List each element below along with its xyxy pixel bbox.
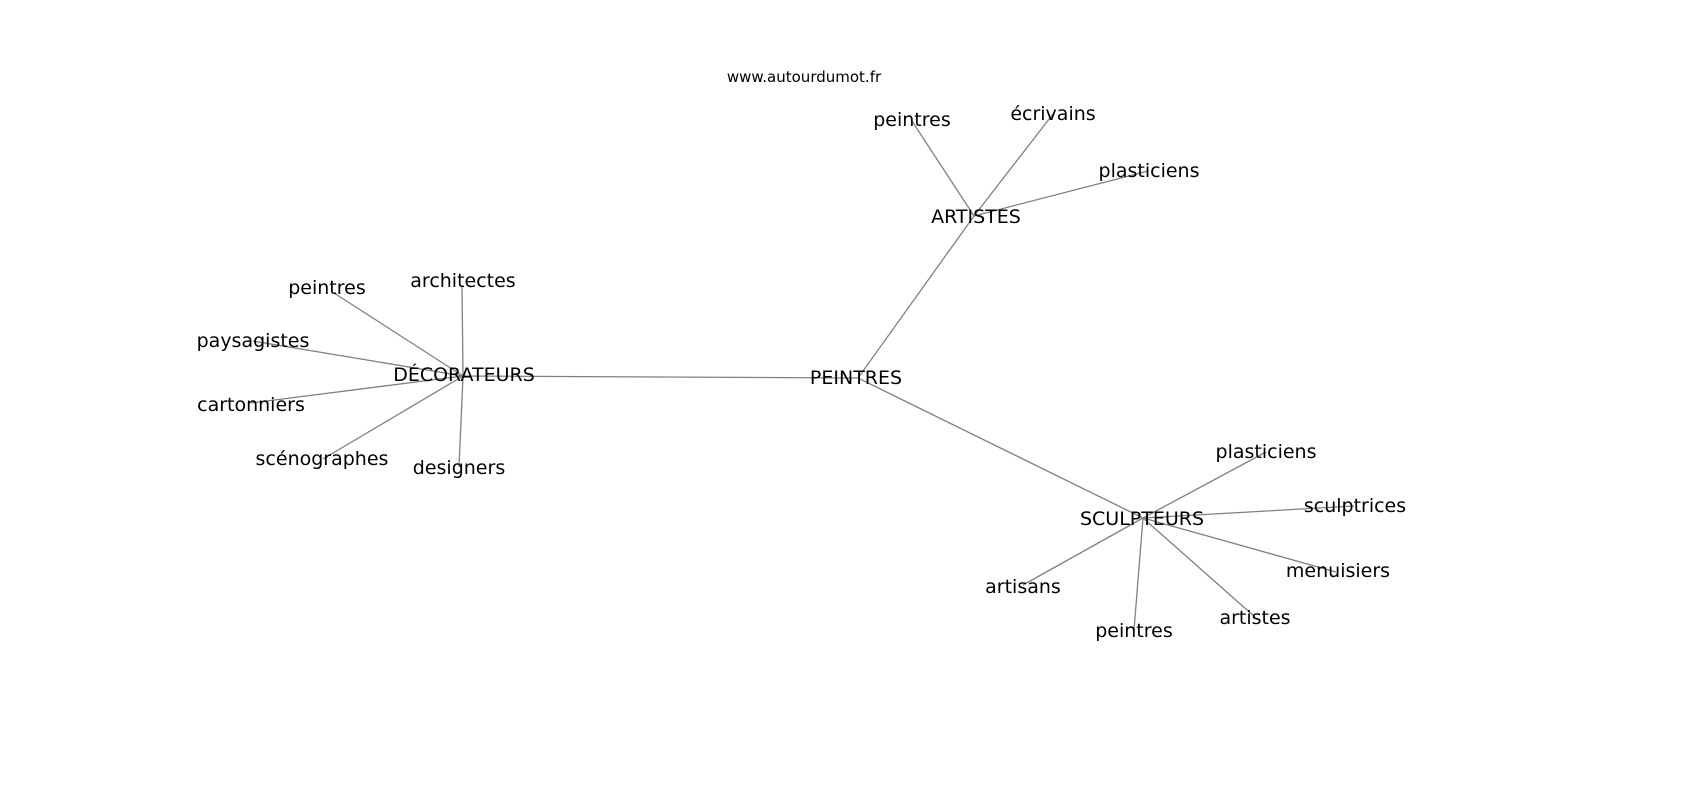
node-leaf-dec-paysagistes[interactable]: paysagistes xyxy=(197,330,310,352)
node-leaf-dec-scenographes[interactable]: scénographes xyxy=(256,448,389,470)
edge-dec-peintres xyxy=(333,292,464,377)
node-hub-artistes[interactable]: ARTISTES xyxy=(931,206,1021,228)
edge-center-sculpteurs xyxy=(857,377,1144,519)
edge-art-plasticiens xyxy=(973,170,1149,217)
edge-scu-sculptrices xyxy=(1142,505,1355,519)
edge-scu-menuisiers xyxy=(1142,517,1337,573)
node-hub-decorateurs[interactable]: DÉCORATEURS xyxy=(393,363,535,386)
node-leaf-dec-cartonniers[interactable]: cartonniers xyxy=(197,394,305,416)
node-leaf-scu-sculptrices[interactable]: sculptrices xyxy=(1304,495,1406,517)
node-hub-sculpteurs[interactable]: SCULPTEURS xyxy=(1080,508,1204,530)
node-leaf-scu-menuisiers[interactable]: menuisiers xyxy=(1286,560,1390,582)
node-leaf-dec-peintres[interactable]: peintres xyxy=(288,277,366,299)
node-leaf-art-plasticiens[interactable]: plasticiens xyxy=(1099,160,1200,182)
node-leaf-dec-architectes[interactable]: architectes xyxy=(410,270,515,292)
node-leaf-art-peintres[interactable]: peintres xyxy=(873,109,951,131)
node-leaf-scu-plasticiens[interactable]: plasticiens xyxy=(1216,441,1317,463)
edge-art-ecrivains xyxy=(973,113,1054,217)
edge-dec-paysagistes xyxy=(252,340,464,377)
site-url-label: www.autourdumot.fr xyxy=(727,68,882,86)
edge-center-decorateurs xyxy=(462,375,859,379)
edge-scu-peintres xyxy=(1133,517,1144,631)
edge-scu-artistes xyxy=(1142,517,1256,618)
node-leaf-dec-designers[interactable]: designers xyxy=(413,457,505,479)
node-leaf-scu-artistes[interactable]: artistes xyxy=(1219,607,1290,629)
edge-dec-architectes xyxy=(461,284,464,377)
node-leaf-scu-peintres[interactable]: peintres xyxy=(1095,620,1173,642)
graph-nodes: PEINTRES DÉCORATEURS architectes peintres pa… xyxy=(197,103,1407,642)
graph-edges xyxy=(250,113,1355,631)
edge-center-artistes xyxy=(857,215,975,379)
edge-dec-cartonniers xyxy=(250,375,464,404)
node-leaf-art-ecrivains[interactable]: écrivains xyxy=(1010,103,1095,125)
node-center-peintres[interactable]: PEINTRES xyxy=(810,367,902,389)
edge-dec-designers xyxy=(458,375,464,468)
edge-art-peintres xyxy=(911,120,975,217)
edge-dec-scenographes xyxy=(322,375,464,460)
edge-scu-artisans xyxy=(1022,517,1144,586)
node-leaf-scu-artisans[interactable]: artisans xyxy=(985,576,1061,598)
edge-scu-plasticiens xyxy=(1142,451,1267,519)
